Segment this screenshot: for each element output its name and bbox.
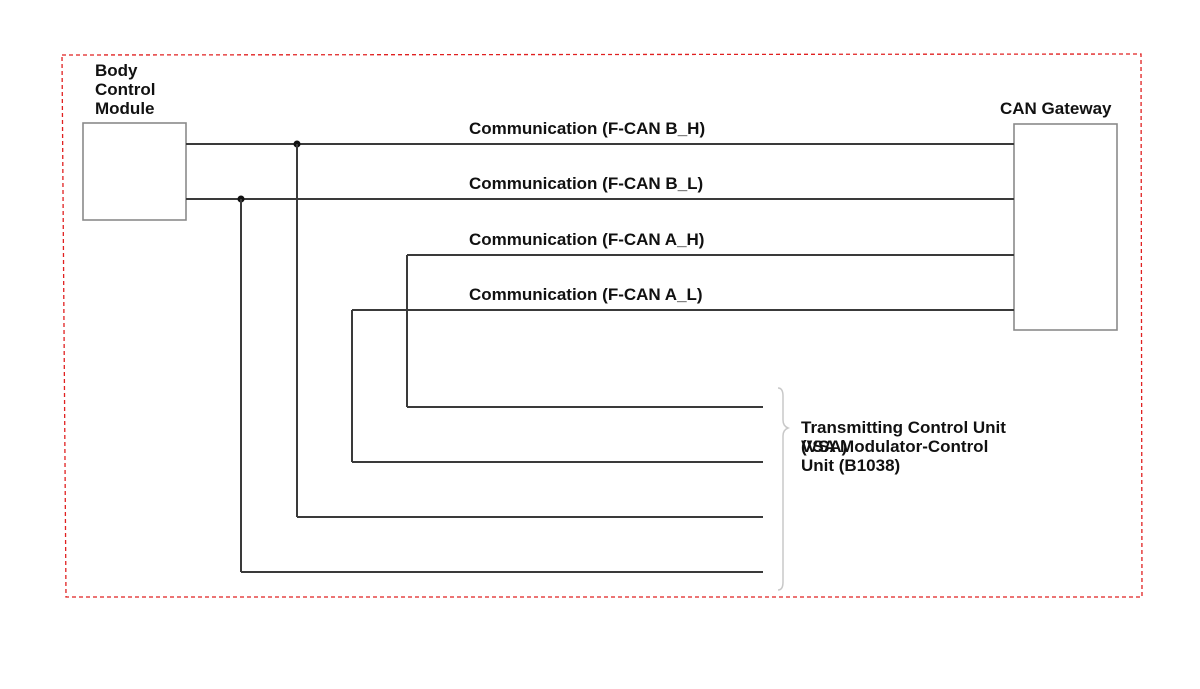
transmitter-brace	[777, 387, 791, 591]
wire-fcan-b-l-label: Communication (F-CAN B_L)	[469, 174, 703, 193]
diagram-border	[61, 53, 1143, 598]
body-control-module-box	[82, 122, 187, 221]
transmitter-label-line-3: Unit (B1038)	[801, 456, 900, 475]
body-control-module-label-line-1: Body	[95, 61, 138, 80]
transmitter-label-line-2: VSA Modulator-Control	[801, 437, 988, 456]
transmitter-label-overlap-under: (VSA)	[801, 437, 847, 456]
transmitter-label-line-1: Transmitting Control Unit	[801, 418, 1006, 437]
can-gateway-label: CAN Gateway	[1000, 99, 1112, 118]
wire-fcan-a-h-label: Communication (F-CAN A_H)	[469, 230, 704, 249]
body-control-module-label-line-2: Control	[95, 80, 155, 99]
body-control-module-label-line-3: Module	[95, 99, 155, 118]
can-gateway-box	[1013, 123, 1118, 331]
wire-fcan-b-h-label: Communication (F-CAN B_H)	[469, 119, 705, 138]
wire-fcan-a-l-label: Communication (F-CAN A_L)	[469, 285, 703, 304]
